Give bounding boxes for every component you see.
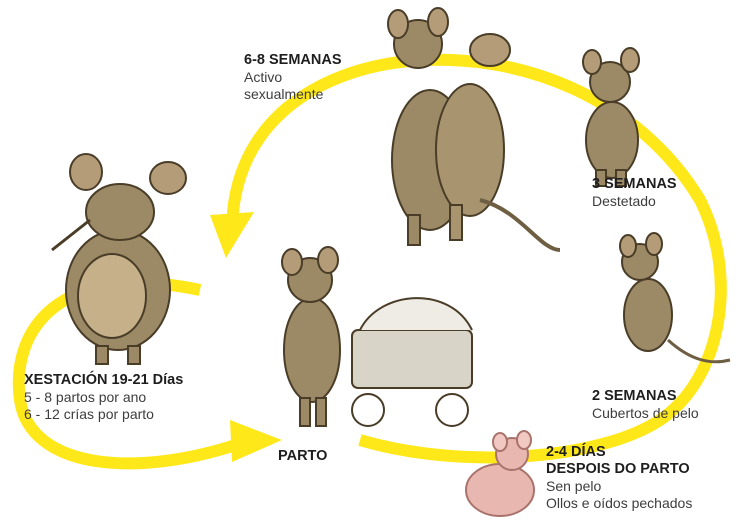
outer-cycle-arc [226,53,727,464]
label-gestation-line-2: 6 - 12 crías por parto [24,406,154,422]
label-newborn-line-2: Ollos e oídos pechados [546,495,693,511]
furred-young-rat-illustration [619,232,731,364]
label-weaned: 3 SEMANAS Destetado [592,176,677,210]
mother-rat-with-pram-illustration [281,246,473,427]
label-gestation-title: XESTACIÓN 19-21 Días [24,372,184,388]
arrowhead-parto-icon [230,420,282,462]
label-newborn-title-2: DESPOIS DO PARTO [546,461,690,477]
label-mating: 6-8 SEMANAS Activo sexualmente [244,52,342,103]
label-newborn: 2-4 DÍAS DESPOIS DO PARTO Sen pelo Ollos… [546,444,692,512]
label-weaned-title: 3 SEMANAS [592,176,677,192]
arrowhead-left-icon [210,212,254,258]
pink-newborn-rat-illustration [465,430,535,517]
label-newborn-line-1: Sen pelo [546,478,602,494]
label-fur: 2 SEMANAS Cubertos de pelo [592,388,699,422]
label-fur-line-1: Cubertos de pelo [592,405,699,421]
label-mating-line-2: sexualmente [244,86,324,102]
label-fur-title: 2 SEMANAS [592,388,677,404]
weaned-rat-illustration [582,47,640,187]
label-newborn-title-1: 2-4 DÍAS [546,444,606,460]
label-birth-title: PARTO [278,448,328,464]
label-gestation-line-1: 5 - 8 partos por ano [24,389,147,405]
label-mating-title: 6-8 SEMANAS [244,52,342,68]
pregnant-rat-illustration [51,153,187,365]
label-weaned-line-1: Destetado [592,193,656,209]
label-birth: PARTO [278,448,327,465]
label-mating-line-1: Activo [244,69,283,85]
label-gestation: XESTACIÓN 19-21 Días 5 - 8 partos por an… [24,372,183,423]
rat-couple-illustration [387,7,561,252]
